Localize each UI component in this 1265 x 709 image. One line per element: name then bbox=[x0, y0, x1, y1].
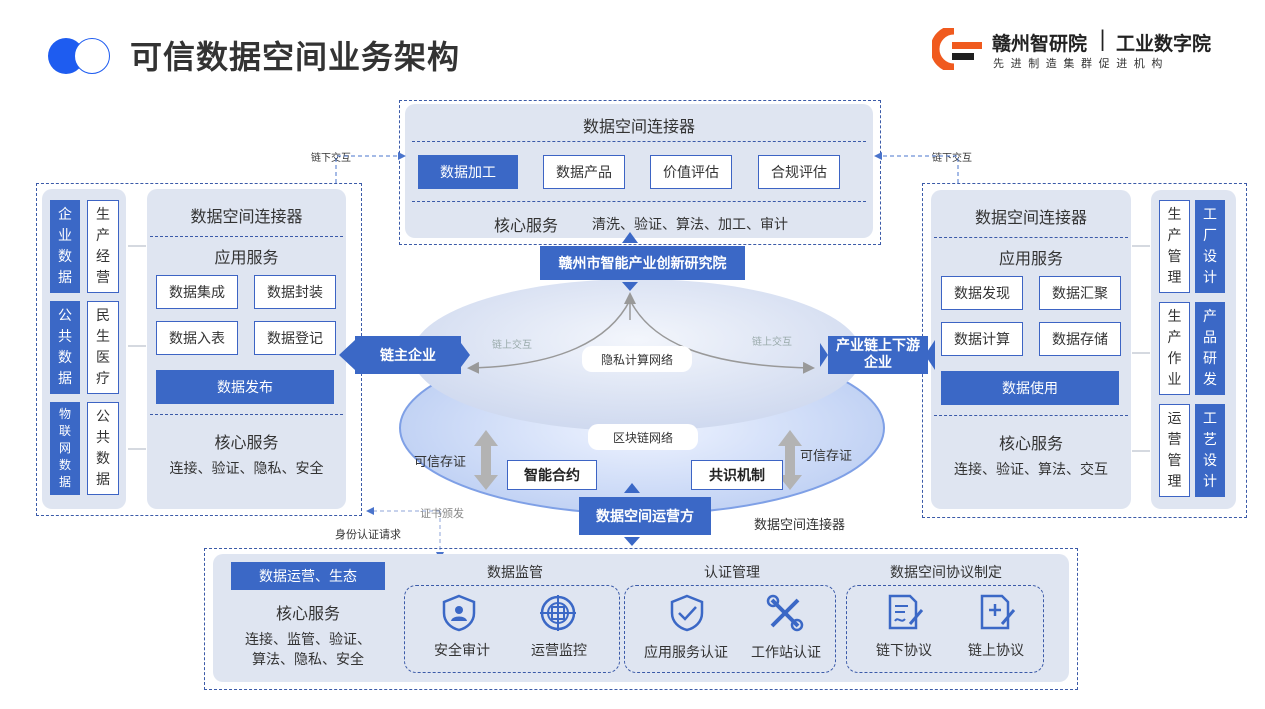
operator-connector-label: 数据空间连接器 bbox=[754, 518, 846, 533]
group-certification-title: 认证管理 bbox=[704, 565, 760, 581]
group-certification bbox=[624, 585, 836, 673]
left-side-public: 公共数据 bbox=[87, 402, 119, 495]
brand-name: 赣州智研院 bbox=[992, 33, 1088, 55]
trusted-left-label: 可信存证 bbox=[414, 455, 467, 470]
left-app-label: 应用服务 bbox=[214, 248, 279, 267]
bottom-core-label: 核心服务 bbox=[275, 604, 340, 623]
app-service-auth-icon bbox=[669, 594, 705, 636]
left-app-register[interactable]: 数据登记 bbox=[254, 321, 336, 355]
right-separator-1 bbox=[934, 237, 1128, 238]
left-side-public-data: 公共数据 bbox=[50, 301, 80, 394]
bottom-core-line2: 算法、隐私、安全 bbox=[252, 652, 364, 668]
cert-issue-label: 证书颁发 bbox=[420, 507, 464, 520]
operator-tag: 数据空间运营方 bbox=[579, 497, 711, 535]
bottom-dashed-frame bbox=[204, 548, 1078, 690]
right-side-prod-mgmt: 生产管理 bbox=[1159, 200, 1190, 293]
item-onchain-protocol: 链上协议 bbox=[968, 643, 1024, 659]
left-side-medical: 民生医疗 bbox=[87, 301, 119, 394]
left-publish-button[interactable]: 数据发布 bbox=[156, 370, 334, 404]
top-right-offchain-label: 链下交互 bbox=[932, 153, 972, 164]
smart-contract-box: 智能合约 bbox=[507, 460, 597, 490]
right-side-prod-ops: 生产作业 bbox=[1159, 302, 1190, 395]
right-connector-title: 数据空间连接器 bbox=[974, 208, 1087, 227]
onchain-right-label: 链上交互 bbox=[752, 337, 792, 348]
left-side-enterprise-data: 企业数据 bbox=[50, 200, 80, 293]
left-app-package[interactable]: 数据封装 bbox=[254, 275, 336, 309]
group-protocol bbox=[846, 585, 1044, 673]
left-separator-1 bbox=[150, 236, 343, 237]
item-security-audit: 安全审计 bbox=[434, 643, 490, 659]
top-core-label: 核心服务 bbox=[494, 216, 559, 235]
right-app-aggregate[interactable]: 数据汇聚 bbox=[1039, 276, 1121, 310]
privacy-network-pill: 隐私计算网络 bbox=[582, 346, 692, 372]
right-separator-2 bbox=[934, 415, 1128, 416]
top-core-items: 清洗、验证、算法、加工、审计 bbox=[592, 217, 788, 233]
right-core-items: 连接、验证、算法、交互 bbox=[954, 462, 1108, 478]
left-side-production: 生产经营 bbox=[87, 200, 119, 293]
right-app-label: 应用服务 bbox=[998, 249, 1063, 268]
bottom-tag: 数据运营、生态 bbox=[231, 562, 385, 590]
brand-logo bbox=[930, 25, 984, 73]
top-separator-2 bbox=[412, 201, 866, 202]
right-core-label: 核心服务 bbox=[998, 434, 1063, 453]
right-side-rnd: 产品研发 bbox=[1195, 302, 1225, 395]
workstation-auth-icon bbox=[766, 594, 804, 636]
top-dashed-frame bbox=[399, 100, 881, 245]
right-side-ops-mgmt: 运营管理 bbox=[1159, 404, 1190, 497]
top-btn-value[interactable]: 价值评估 bbox=[650, 155, 732, 189]
right-app-discover[interactable]: 数据发现 bbox=[941, 276, 1023, 310]
top-btn-product[interactable]: 数据产品 bbox=[543, 155, 625, 189]
bottom-core-line1: 连接、监管、验证、 bbox=[245, 632, 371, 648]
page-title: 可信数据空间业务架构 bbox=[130, 38, 461, 76]
top-connector-title: 数据空间连接器 bbox=[582, 117, 695, 136]
group-supervision bbox=[404, 585, 620, 673]
top-separator-1 bbox=[412, 141, 866, 142]
left-core-items: 连接、验证、隐私、安全 bbox=[169, 461, 324, 477]
upstream-tag: 产业链上下游企业 bbox=[828, 336, 928, 374]
left-core-label: 核心服务 bbox=[214, 433, 279, 452]
left-app-table[interactable]: 数据入表 bbox=[156, 321, 238, 355]
right-app-compute[interactable]: 数据计算 bbox=[941, 322, 1023, 356]
left-app-integrate[interactable]: 数据集成 bbox=[156, 275, 238, 309]
left-connector-title: 数据空间连接器 bbox=[190, 207, 303, 226]
consensus-box: 共识机制 bbox=[691, 460, 783, 490]
blockchain-network-pill: 区块链网络 bbox=[588, 424, 698, 450]
brand-separator: | bbox=[1099, 27, 1107, 51]
trusted-right-label: 可信存证 bbox=[800, 449, 853, 464]
right-side-factory-design: 工厂设计 bbox=[1195, 200, 1225, 293]
top-left-offchain-label: 链下交互 bbox=[311, 153, 351, 164]
top-btn-process[interactable]: 数据加工 bbox=[418, 155, 518, 189]
right-side-process-design: 工艺设计 bbox=[1195, 404, 1225, 497]
offchain-protocol-icon bbox=[886, 594, 924, 636]
security-audit-icon bbox=[441, 594, 477, 636]
auth-request-label: 身份认证请求 bbox=[335, 528, 401, 541]
onchain-left-label: 链上交互 bbox=[492, 340, 532, 351]
ops-monitor-icon bbox=[538, 594, 578, 636]
brand-subtitle: 工业数字院 bbox=[1116, 33, 1212, 55]
item-offchain-protocol: 链下协议 bbox=[876, 643, 932, 659]
item-workstation-auth: 工作站认证 bbox=[751, 645, 821, 661]
right-app-storage[interactable]: 数据存储 bbox=[1039, 322, 1121, 356]
group-protocol-title: 数据空间协议制定 bbox=[890, 565, 1002, 581]
top-btn-compliance[interactable]: 合规评估 bbox=[758, 155, 840, 189]
item-ops-monitor: 运营监控 bbox=[531, 643, 587, 659]
institute-tag: 赣州市智能产业创新研究院 bbox=[540, 246, 745, 280]
left-side-iot-data: 物联网数据 bbox=[50, 402, 80, 495]
chain-main-tag: 链主企业 bbox=[355, 336, 461, 374]
right-use-button[interactable]: 数据使用 bbox=[941, 371, 1119, 405]
left-separator-2 bbox=[150, 414, 343, 415]
group-supervision-title: 数据监管 bbox=[487, 565, 543, 581]
item-app-service-auth: 应用服务认证 bbox=[644, 645, 728, 661]
brand-slogan: 先进制造集群促进机构 bbox=[993, 57, 1169, 70]
onchain-protocol-icon bbox=[978, 594, 1016, 636]
title-dot-outline bbox=[74, 38, 110, 74]
